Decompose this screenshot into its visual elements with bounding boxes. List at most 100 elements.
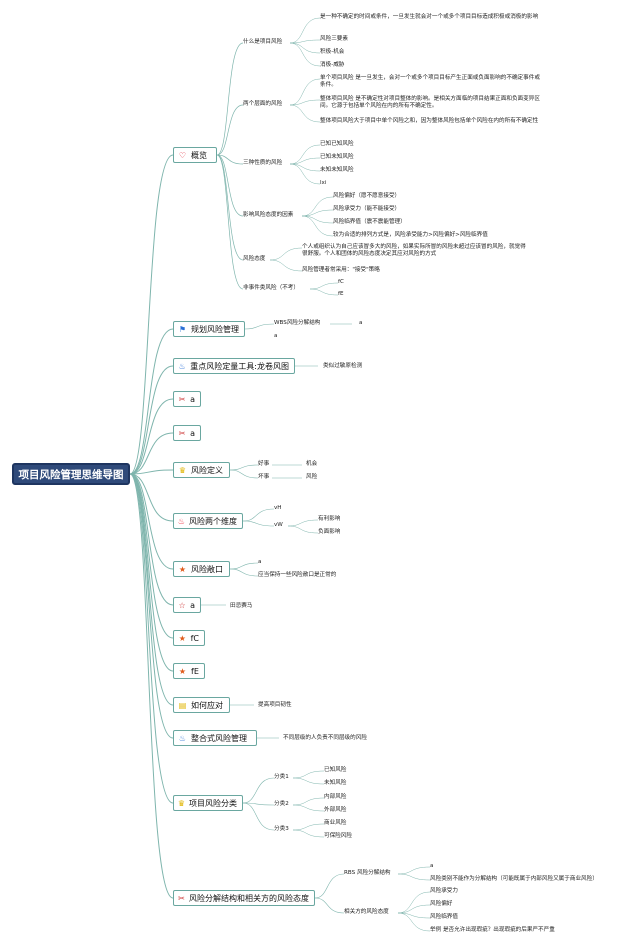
leaf-what-0: 是一种不确定的时间或条件，一旦发生就会对一个或多个项目目标造成积极或消极的影响 [320,14,539,20]
connector [292,829,325,838]
leaf-good: 机会 [306,461,318,467]
connector [397,891,431,914]
tools-icon: ✂ [178,428,186,438]
connector [129,473,174,804]
connector [397,873,431,881]
connector [242,802,275,806]
connector [216,154,244,165]
node-class2[interactable]: 分类2 [274,801,289,807]
connector [289,78,321,106]
node-good[interactable]: 好事 [258,461,270,467]
leaf-class2-1: 外部风险 [324,807,347,813]
leaf-level-2: 整体项目风险大于项目中单个风险之和，因为整体风险包括单个风险在内的所有不确定性 [320,118,539,124]
leaf-tianji: 田忌赛马 [230,603,253,609]
node-nonevent[interactable]: 非事件类风险（不考） [243,285,299,291]
leaf-three-1: 已知未知风险 [320,154,354,160]
leaf-nonevent-0: fC [338,279,344,285]
node-class3[interactable]: 分类3 [274,826,289,832]
connector [289,144,321,165]
node-risk-attitude[interactable]: 风险态度 [243,256,266,262]
leaf-level-1: 整体项目风险 是不确定性对项目整体的影响。是相关方面临的项目结果正面和负面变异区… [320,96,540,109]
leaf-stake-3: 举例 是否允许出现瑕疵？出现瑕疵的后果严不严重 [430,927,555,933]
connector [242,520,275,527]
leaf-att-3: 较为合适的排列方式是，风险承受能力>风险偏好>风险临界值 [333,232,488,238]
connector [269,247,303,261]
leaf-class1-1: 未知风险 [324,780,347,786]
leaf-stance-0: 个人或组织认为自己应该冒多大的风险，如果实际所冒的风险未超过应该冒的风险，就觉得… [302,244,526,257]
node-two-levels[interactable]: 两个层面的风险 [243,101,283,107]
connector [129,154,174,475]
leaf-exposure-a: a [258,559,262,565]
fire-icon: ♨ [177,516,186,526]
branch-fc[interactable]: ★fC [173,630,205,646]
connector [229,464,259,471]
node-wbs[interactable]: WBS风险分解结构 [274,320,321,326]
leaf-what-1: 风险三要素 [320,36,348,42]
branch-tornado[interactable]: ♨重点风险定量工具:龙卷风图 [173,358,295,374]
branch-a3[interactable]: ☆a [173,597,201,613]
connector [129,469,174,475]
leaf-class3-0: 商业风险 [324,820,347,826]
branch-classify[interactable]: ♛项目风险分类 [173,795,243,811]
leaf-stake-0: 风险承受力 [430,888,458,894]
connector [287,525,319,534]
node-three-kinds[interactable]: 三种性质的风险 [243,160,283,166]
star-outline-icon: ☆ [178,600,186,610]
connector [229,562,259,570]
leaf-class2-0: 内部风险 [324,794,347,800]
connector [289,42,321,67]
connector [216,154,244,217]
connector [289,42,321,54]
leaf-att-1: 风险承受力（能不能接受） [333,206,401,212]
connector [314,873,345,899]
leaf-wbs-a: a [359,320,363,326]
connector [216,154,244,290]
leaf-tornado: 类似过敏原检测 [323,363,363,369]
connector [242,508,275,522]
node-bad[interactable]: 坏事 [258,474,270,480]
trophy-icon: ♛ [178,465,187,475]
node-class1[interactable]: 分类1 [274,774,289,780]
node-vw[interactable]: vW [274,522,283,528]
leaf-integrated: 不同层级的人负责不同层级的风险 [283,735,367,741]
node-what-is-risk[interactable]: 什么是项目风险 [243,39,283,45]
branch-exposure[interactable]: ★风险敞口 [173,561,230,577]
connector [289,39,321,44]
branch-dimensions[interactable]: ♨风险两个维度 [173,513,243,529]
node-vh[interactable]: vH [274,505,282,511]
note-icon: ▤ [178,700,187,710]
connector [129,473,174,739]
branch-rbs[interactable]: ✂风险分解结构和相关方的风险态度 [173,890,315,906]
connector [129,328,174,475]
branch-fe[interactable]: ★fE [173,663,205,679]
connector [269,259,303,272]
tools-icon: ✂ [178,893,185,903]
branch-overview[interactable]: ♡概览 [173,147,217,163]
connector [244,323,275,330]
node-rbs[interactable]: RBS 风险分解结构 [344,870,391,876]
branch-integrated[interactable]: ♨整合式风险管理 [173,730,257,746]
connector [397,912,431,932]
branch-a2[interactable]: ✂a [173,425,201,441]
branch-respond[interactable]: ▤如何应对 [173,697,230,713]
connector [292,823,325,831]
branch-definition[interactable]: ♛风险定义 [173,462,230,478]
leaf-three-0: 已知已知风险 [320,141,354,147]
node-attitude-factors[interactable]: 影响风险态度的因素 [243,212,294,218]
connector [289,104,321,123]
leaf-negative: 负面影响 [318,529,341,535]
node-stakeholder[interactable]: 相关方的风险态度 [344,909,389,915]
connector [301,215,334,237]
connector [129,432,174,475]
leaf-three-3: lxi [320,180,327,186]
connector [314,897,345,914]
connector [229,568,259,577]
leaf-nonevent-1: fE [338,291,344,297]
branch-plan-risk[interactable]: ⚑规划风险管理 [173,321,245,337]
root-topic[interactable]: 项目风险管理思维导图 [12,463,130,485]
connector [289,157,321,165]
branch-a1[interactable]: ✂a [173,391,201,407]
connector [301,209,334,217]
connector [301,215,334,224]
star-icon: ★ [178,564,187,574]
